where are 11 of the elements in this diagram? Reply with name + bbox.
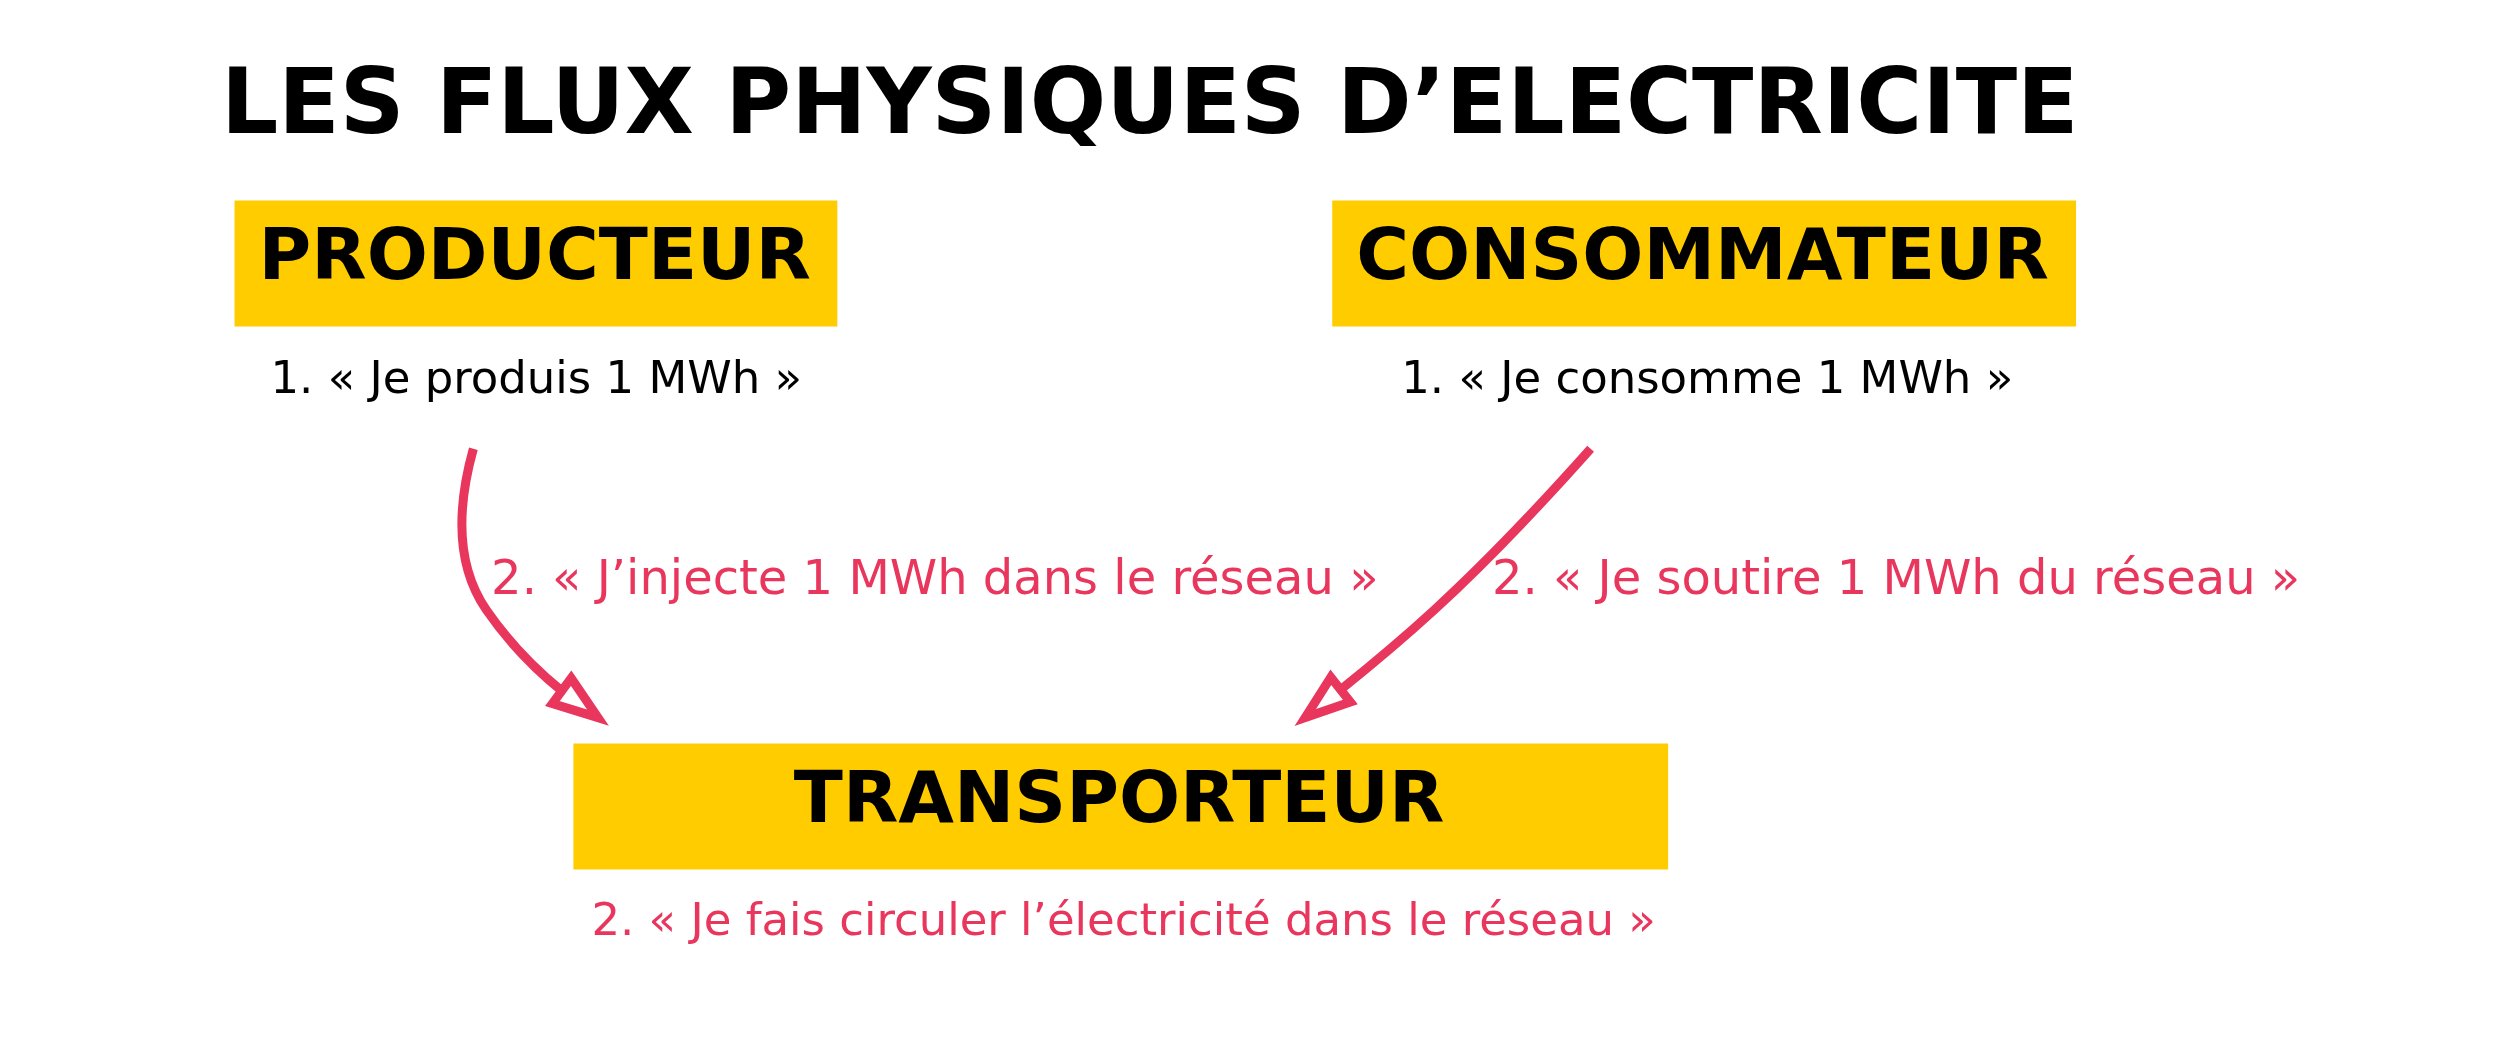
node-box: CONSOMMATEUR — [1331, 200, 2076, 327]
edge-label: 2. « J’injecte 1 MWh dans le réseau » — [490, 548, 1379, 605]
arrow — [457, 447, 609, 726]
node-label: 1. « Je consomme 1 MWh » — [1400, 350, 2013, 404]
node-box: PRODUCTEUR — [234, 200, 837, 327]
node-label: 2. « Je fais circuler l’électricité dans le réseau » — [590, 892, 1656, 946]
node-box: TRANSPORTEUR — [572, 742, 1668, 869]
node-label: 1. « Je produis 1 MWh » — [269, 350, 802, 404]
arrow — [1294, 445, 1594, 726]
diagram-title: LES FLUX PHYSIQUES D’ELECTRICITE — [220, 48, 2079, 154]
edge-label: 2. « Je soutire 1 MWh du réseau » — [1491, 548, 2300, 605]
